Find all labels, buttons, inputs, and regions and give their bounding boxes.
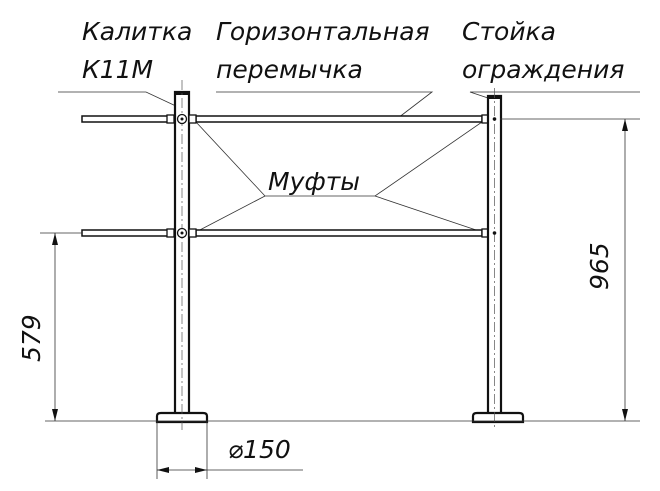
dim-base-diameter: ⌀150 bbox=[228, 435, 291, 464]
label-rail-2: перемычка bbox=[216, 55, 363, 84]
label-couplings: Муфты bbox=[268, 167, 360, 196]
label-gate: Калитка bbox=[82, 17, 192, 46]
leader-lines bbox=[58, 91, 640, 233]
label-gate-model: К11М bbox=[82, 55, 153, 84]
label-post-2: ограждения bbox=[462, 55, 624, 84]
gate-post bbox=[155, 80, 209, 430]
label-post: Стойка bbox=[462, 17, 556, 46]
dim-post-height: 965 bbox=[585, 242, 614, 290]
fence-post bbox=[471, 88, 525, 430]
label-rail: Горизонтальная bbox=[216, 17, 430, 46]
dim-lower-rail-height: 579 bbox=[17, 314, 46, 362]
dimension-lines bbox=[40, 118, 640, 479]
